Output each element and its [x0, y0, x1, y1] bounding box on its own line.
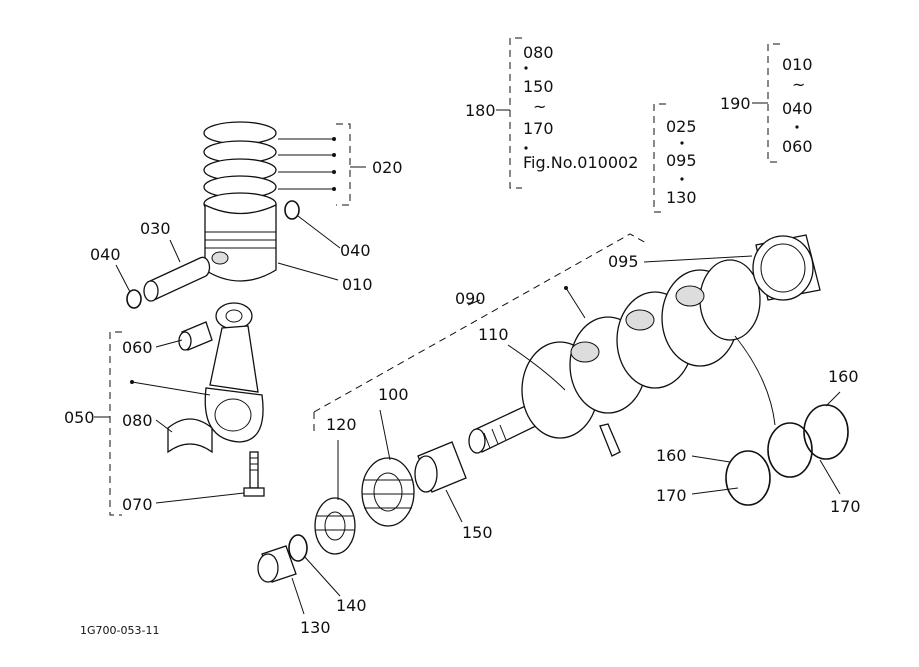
thrust-ring: [288, 534, 308, 562]
label-080: 080: [122, 411, 153, 430]
label-160-right: 160: [828, 367, 859, 386]
piston-rings: [203, 121, 277, 216]
label-020: 020: [372, 158, 403, 177]
label-070: 070: [122, 495, 153, 514]
connecting-rod-bolt: [243, 451, 265, 497]
label-040-left: 040: [90, 245, 121, 264]
label-030: 030: [140, 219, 171, 238]
label-130: 130: [300, 618, 331, 637]
group-025-item: 130: [666, 188, 697, 207]
idle-gear: [314, 497, 356, 555]
group-025-item: 095: [666, 151, 697, 170]
label-010: 010: [342, 275, 373, 294]
piston-pin: [143, 256, 211, 302]
group-025-item: 025: [666, 117, 697, 136]
main-bearing-case: [752, 234, 821, 301]
label-170-right: 170: [830, 497, 861, 516]
label-090: 090: [455, 289, 486, 308]
group-190-item: 040: [782, 99, 813, 118]
connecting-rod: [204, 302, 264, 443]
small-end-bushing: [178, 321, 213, 351]
group-190-item: 060: [782, 137, 813, 156]
figure-code: 1G700-053-11: [80, 624, 159, 637]
label-095: 095: [608, 252, 639, 271]
label-140: 140: [336, 596, 367, 615]
label-120: 120: [326, 415, 357, 434]
group-180-item: 170: [523, 119, 554, 138]
snap-rings: [126, 200, 300, 309]
label-150: 150: [462, 523, 493, 542]
group-180-figref: Fig.No.010002: [523, 153, 638, 172]
crankshaft: [468, 259, 761, 457]
group-190-tilde: ~: [792, 75, 805, 94]
crank-gear: [361, 457, 415, 527]
label-100: 100: [378, 385, 409, 404]
crank-bushing: [414, 441, 467, 493]
group-180-label: 180: [465, 101, 496, 120]
piston: [204, 203, 277, 282]
group-190-label: 190: [720, 94, 751, 113]
label-160-left: 160: [656, 446, 687, 465]
label-170-left: 170: [656, 486, 687, 505]
label-110: 110: [478, 325, 509, 344]
label-060: 060: [122, 338, 153, 357]
oil-seal: [257, 545, 297, 583]
thrust-bearings: [725, 404, 849, 506]
group-180-item: 080: [523, 43, 554, 62]
label-050: 050: [64, 408, 95, 427]
label-040-right: 040: [340, 241, 371, 260]
group-180-tilde: ~: [533, 97, 546, 116]
group-180-item: 150: [523, 77, 554, 96]
group-190-item: 010: [782, 55, 813, 74]
crankpin-bearing: [167, 418, 213, 454]
